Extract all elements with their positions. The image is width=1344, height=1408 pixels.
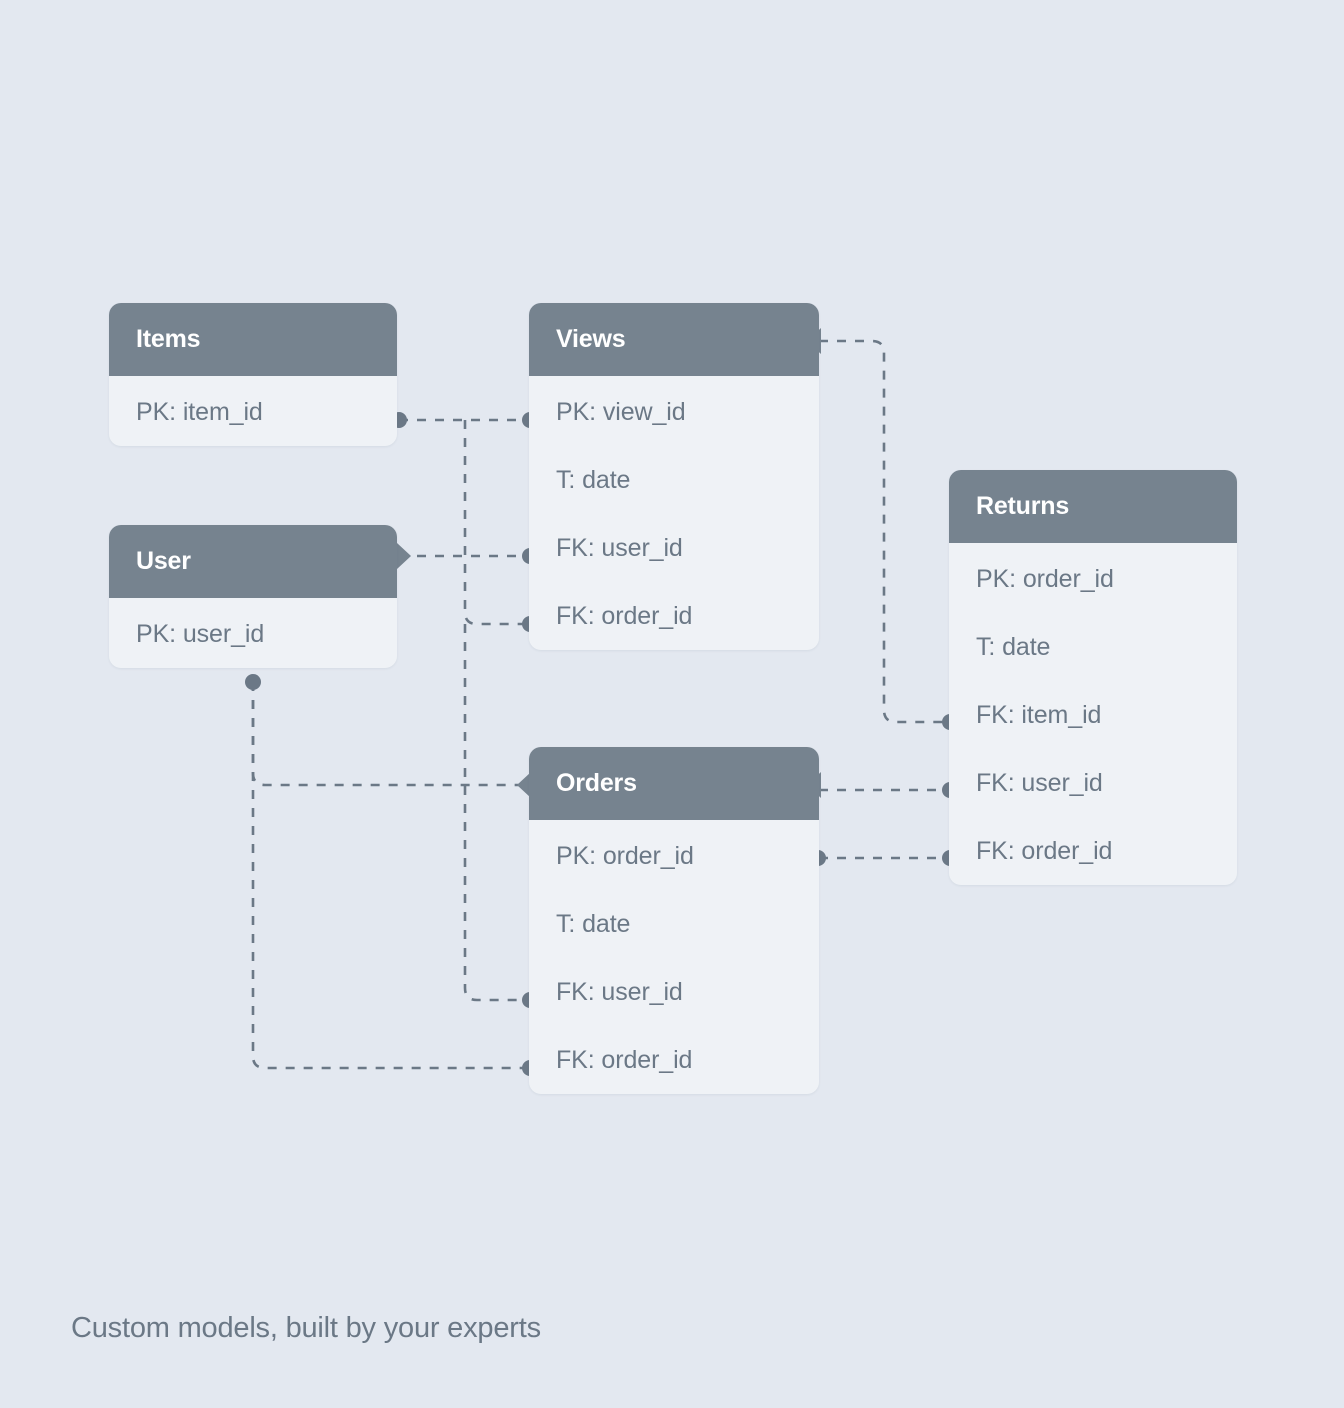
table-header-orders: Orders xyxy=(529,747,819,820)
port-user-header-arrow xyxy=(397,543,411,569)
field-label: FK: user_id xyxy=(556,977,683,1006)
table-header-items: Items xyxy=(109,303,397,376)
table-card-items[interactable]: Items PK: item_id xyxy=(109,303,397,446)
field-row[interactable]: PK: order_id xyxy=(529,822,819,890)
table-body-user: PK: user_id xyxy=(109,598,397,668)
table-title-orders: Orders xyxy=(556,769,637,797)
table-card-orders[interactable]: Orders PK: order_id T: date FK: user_id … xyxy=(529,747,819,1094)
table-body-returns: PK: order_id T: date FK: item_id FK: use… xyxy=(949,543,1237,885)
table-header-views: Views xyxy=(529,303,819,376)
table-card-user[interactable]: User PK: user_id xyxy=(109,525,397,668)
field-row[interactable]: FK: order_id xyxy=(949,817,1237,885)
field-label: PK: user_id xyxy=(136,619,265,648)
field-label: PK: item_id xyxy=(136,397,263,426)
table-title-items: Items xyxy=(136,325,201,353)
field-label: T: date xyxy=(556,465,631,494)
field-label: T: date xyxy=(976,632,1051,661)
field-row[interactable]: PK: order_id xyxy=(949,545,1237,613)
table-card-returns[interactable]: Returns PK: order_id T: date FK: item_id… xyxy=(949,470,1237,885)
table-title-user: User xyxy=(136,547,191,575)
edge-views-returns-itemid xyxy=(819,339,949,724)
field-label: FK: order_id xyxy=(556,1045,693,1074)
field-label: FK: order_id xyxy=(976,836,1113,865)
field-row[interactable]: PK: user_id xyxy=(109,600,397,668)
field-row[interactable]: FK: user_id xyxy=(529,958,819,1026)
port-user-bottom xyxy=(245,674,261,690)
table-header-user: User xyxy=(109,525,397,598)
table-card-views[interactable]: Views PK: view_id T: date FK: user_id FK… xyxy=(529,303,819,650)
field-label: T: date xyxy=(556,909,631,938)
edge-user-orders-orderid xyxy=(251,682,529,1070)
edge-items-views-orderid xyxy=(463,420,529,626)
edge-items-orders-userid xyxy=(463,624,529,1002)
table-title-returns: Returns xyxy=(976,492,1070,520)
field-row[interactable]: PK: item_id xyxy=(109,378,397,446)
field-label: PK: order_id xyxy=(556,841,694,870)
table-body-orders: PK: order_id T: date FK: user_id FK: ord… xyxy=(529,820,819,1094)
field-row[interactable]: PK: view_id xyxy=(529,378,819,446)
field-label: FK: user_id xyxy=(976,768,1103,797)
field-label: PK: view_id xyxy=(556,397,686,426)
field-row[interactable]: FK: order_id xyxy=(529,1026,819,1094)
field-label: FK: item_id xyxy=(976,700,1102,729)
field-label: PK: order_id xyxy=(976,564,1114,593)
field-row[interactable]: FK: user_id xyxy=(949,749,1237,817)
field-row[interactable]: T: date xyxy=(949,613,1237,681)
field-label: FK: order_id xyxy=(556,601,693,630)
caption-text: Custom models, built by your experts xyxy=(71,1312,541,1344)
table-title-views: Views xyxy=(556,325,626,353)
field-row[interactable]: FK: order_id xyxy=(529,582,819,650)
table-header-returns: Returns xyxy=(949,470,1237,543)
field-row[interactable]: FK: item_id xyxy=(949,681,1237,749)
field-label: FK: user_id xyxy=(556,533,683,562)
field-row[interactable]: T: date xyxy=(529,890,819,958)
table-body-views: PK: view_id T: date FK: user_id FK: orde… xyxy=(529,376,819,650)
table-body-items: PK: item_id xyxy=(109,376,397,446)
field-row[interactable]: T: date xyxy=(529,446,819,514)
field-row[interactable]: FK: user_id xyxy=(529,514,819,582)
